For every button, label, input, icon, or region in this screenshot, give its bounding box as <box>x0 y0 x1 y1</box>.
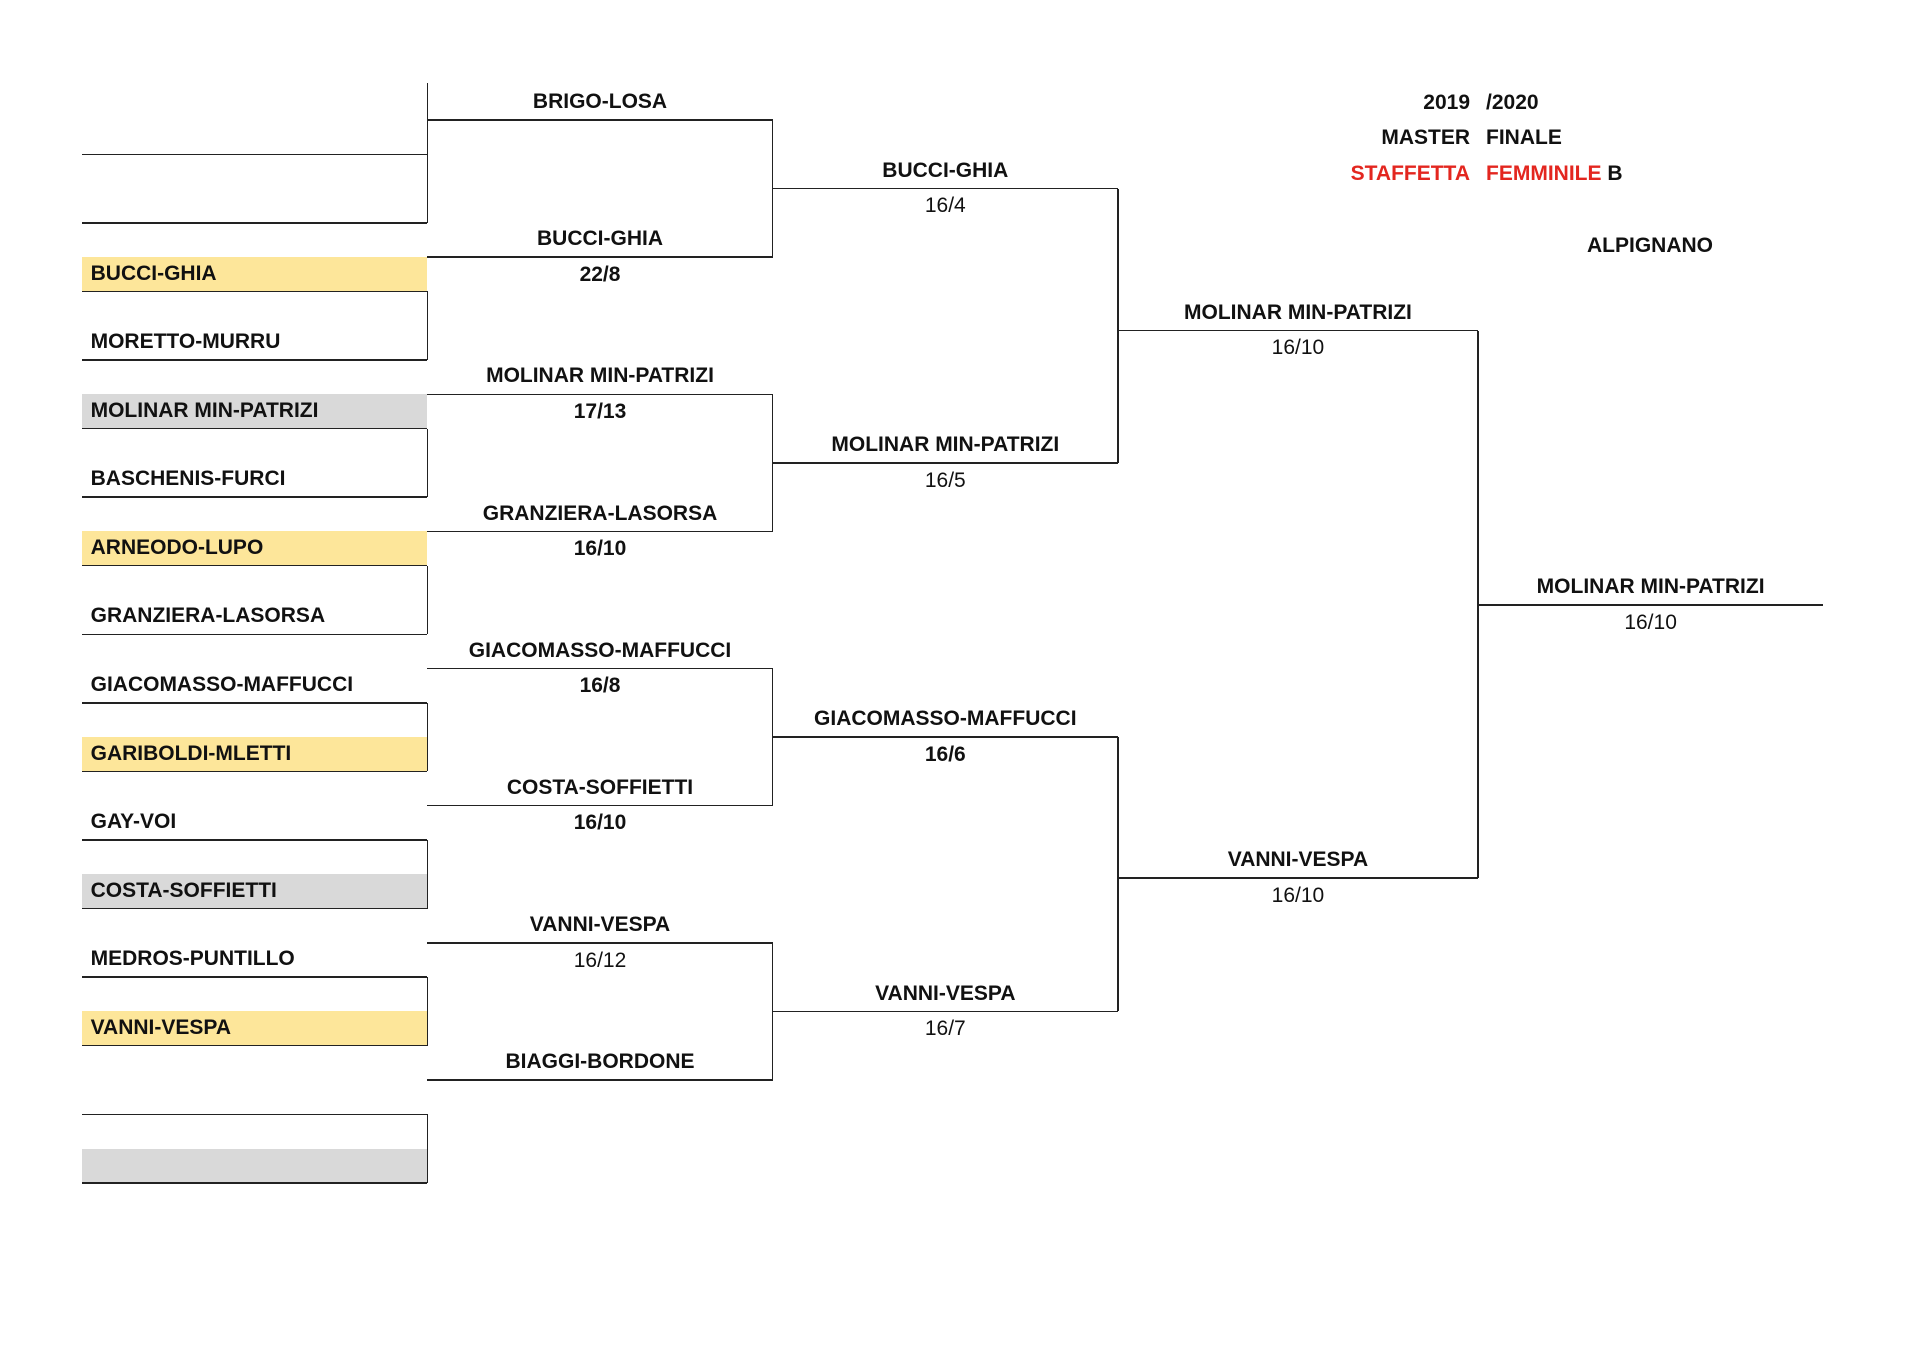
match-line <box>427 393 773 396</box>
match-line <box>427 942 773 944</box>
bracket-connector <box>426 840 429 909</box>
bracket-connector <box>426 977 429 1046</box>
match-score: 16/10 <box>573 537 627 561</box>
bracket-connector <box>426 702 429 772</box>
header-master: MASTER <box>1381 126 1470 149</box>
match-score: 17/13 <box>573 399 627 423</box>
match-winner: BUCCI-GHIA <box>882 158 1009 182</box>
final-score: 16/10 <box>1624 610 1677 634</box>
entrant-name: GIACOMASSO-MAFFUCCI <box>90 673 354 697</box>
header-year-end: /2020 <box>1486 91 1539 114</box>
match-line <box>427 530 773 533</box>
entrant-name: COSTA-SOFFIETTI <box>90 878 277 902</box>
entrant-row-line <box>82 702 428 704</box>
bracket-connector <box>426 565 429 635</box>
entrant-row-line <box>82 359 428 361</box>
bracket-connector <box>426 291 429 360</box>
bracket-connector <box>426 428 429 498</box>
entrant-row-line <box>82 976 428 978</box>
match-score: 16/12 <box>573 948 627 972</box>
entrant-row-line <box>82 907 428 910</box>
match-winner: BUCCI-GHIA <box>537 227 663 251</box>
match-winner: BRIGO-LOSA <box>532 90 668 114</box>
entrant-cell-fill <box>82 1011 428 1046</box>
entrant-cell-fill <box>82 737 428 772</box>
final-winner: MOLINAR MIN-PATRIZI <box>1536 575 1765 599</box>
match-winner: MOLINAR MIN-PATRIZI <box>1184 300 1412 324</box>
match-score: 16/7 <box>924 1017 966 1041</box>
header-finale: FINALE <box>1486 126 1562 149</box>
header-femminile: FEMMINILE <box>1486 162 1602 185</box>
match-score: 16/10 <box>1271 336 1325 360</box>
entrant-name: VANNI-VESPA <box>90 1015 232 1039</box>
match-score: 16/8 <box>579 674 621 698</box>
header-category-line: FEMMINILE B <box>1486 160 1623 188</box>
match-line <box>427 1079 773 1081</box>
bracket-connector <box>1117 737 1119 1012</box>
entrant-name: GAY-VOI <box>90 810 177 834</box>
match-winner: MOLINAR MIN-PATRIZI <box>831 433 1060 457</box>
match-line <box>1117 329 1478 332</box>
entrant-name: ARNEODO-LUPO <box>90 535 264 559</box>
bracket-connector <box>426 154 429 223</box>
entrant-row-line <box>82 564 428 567</box>
match-winner: MOLINAR MIN-PATRIZI <box>486 364 714 388</box>
entrant-row-line <box>82 496 428 498</box>
entrant-row-line <box>82 839 428 841</box>
match-winner: VANNI-VESPA <box>875 981 1016 1005</box>
entrant-row-line <box>82 633 428 636</box>
match-line <box>427 256 773 258</box>
entrant-row-line <box>82 1182 428 1184</box>
final-line <box>1477 604 1824 606</box>
match-line <box>427 804 773 807</box>
entrant-row-line <box>82 222 428 224</box>
entrant-name: MOLINAR MIN-PATRIZI <box>90 398 319 422</box>
match-line <box>427 119 773 121</box>
entrant-cell-fill <box>82 531 428 566</box>
entrant-name: BUCCI-GHIA <box>90 261 217 285</box>
bracket-connector <box>1117 188 1119 463</box>
bracket-connector <box>426 83 429 155</box>
match-line <box>427 667 773 670</box>
match-line <box>772 187 1118 190</box>
header-staffetta: STAFFETTA <box>1350 162 1470 185</box>
match-score: 16/4 <box>924 194 966 218</box>
match-line <box>772 736 1118 738</box>
entrant-row-line <box>82 770 428 773</box>
match-winner: VANNI-VESPA <box>1227 848 1369 872</box>
match-score: 16/6 <box>924 742 966 766</box>
match-score: 16/5 <box>924 468 966 492</box>
match-line <box>1117 877 1478 879</box>
match-winner: VANNI-VESPA <box>529 913 671 937</box>
header-year-start: 2019 <box>1423 91 1470 114</box>
match-winner: GRANZIERA-LASORSA <box>482 501 718 525</box>
header-venue: ALPIGNANO <box>1587 234 1713 257</box>
match-winner: COSTA-SOFFIETTI <box>506 775 694 799</box>
entrant-cell-fill <box>82 874 428 909</box>
match-winner: GIACOMASSO-MAFFUCCI <box>814 707 1077 731</box>
entrant-row-line <box>82 290 428 293</box>
entrant-cell-fill <box>82 394 428 429</box>
match-line <box>772 462 1118 464</box>
entrant-cell-fill <box>82 257 428 292</box>
entrant-name: BASCHENIS-FURCI <box>90 467 286 491</box>
entrant-name: GARIBOLDI-MLETTI <box>90 741 292 765</box>
entrant-name: MORETTO-MURRU <box>90 330 281 354</box>
match-winner: GIACOMASSO-MAFFUCCI <box>468 638 732 662</box>
match-winner: BIAGGI-BORDONE <box>505 1050 695 1074</box>
entrant-row-line <box>82 153 428 156</box>
match-line <box>772 1010 1118 1013</box>
match-score: 16/10 <box>573 811 627 835</box>
entrant-row-line <box>82 427 428 430</box>
match-score: 16/10 <box>1271 883 1325 907</box>
bracket-connector <box>426 1114 429 1183</box>
entrant-row-line <box>82 1044 428 1047</box>
entrant-name: MEDROS-PUNTILLO <box>90 947 295 971</box>
entrant-row-line <box>82 1113 428 1116</box>
entrant-name: GRANZIERA-LASORSA <box>90 604 326 628</box>
header-category: B <box>1607 162 1623 185</box>
entrant-cell-fill <box>82 1148 428 1183</box>
match-score: 22/8 <box>579 262 621 286</box>
